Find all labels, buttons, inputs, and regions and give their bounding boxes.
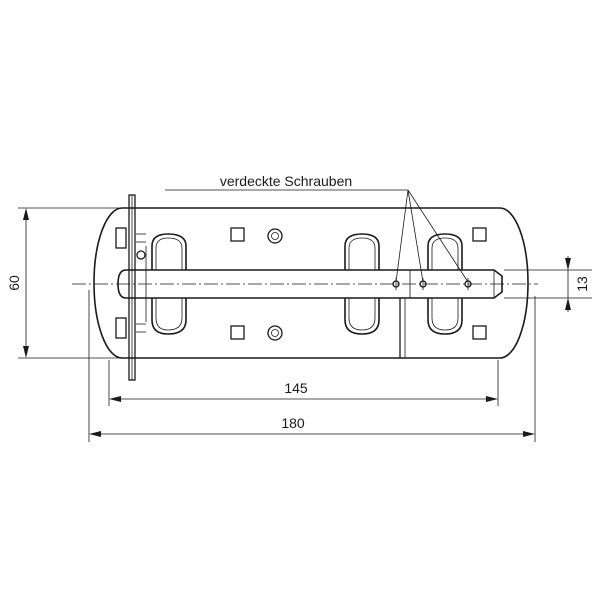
dimension-label-145: 145 xyxy=(284,380,308,396)
dimension-hole-spacing: 145 xyxy=(108,360,499,406)
dimension-label-60: 60 xyxy=(6,275,22,291)
square-hole-bottom-left xyxy=(230,325,245,340)
hidden-screws-callout: verdeckte Schrauben xyxy=(165,173,469,283)
guide-loop-middle xyxy=(344,233,380,335)
base-plate-outline xyxy=(93,207,529,359)
dimension-plate-height: 60 xyxy=(6,207,120,359)
dimension-label-13: 13 xyxy=(574,276,590,292)
rivet-top xyxy=(267,228,283,244)
square-hole-top-right xyxy=(472,227,487,242)
guide-loop-right xyxy=(427,233,463,335)
dimension-bolt-diameter: 13 xyxy=(504,256,592,312)
dimension-overall-length: 180 xyxy=(88,290,536,442)
callout-label: verdeckte Schrauben xyxy=(220,173,352,189)
square-hole-top-left xyxy=(230,227,245,242)
square-hole-bottom-right xyxy=(472,325,487,340)
dimension-label-180: 180 xyxy=(281,415,305,431)
rivet-bottom xyxy=(267,325,283,341)
handle xyxy=(115,194,146,381)
